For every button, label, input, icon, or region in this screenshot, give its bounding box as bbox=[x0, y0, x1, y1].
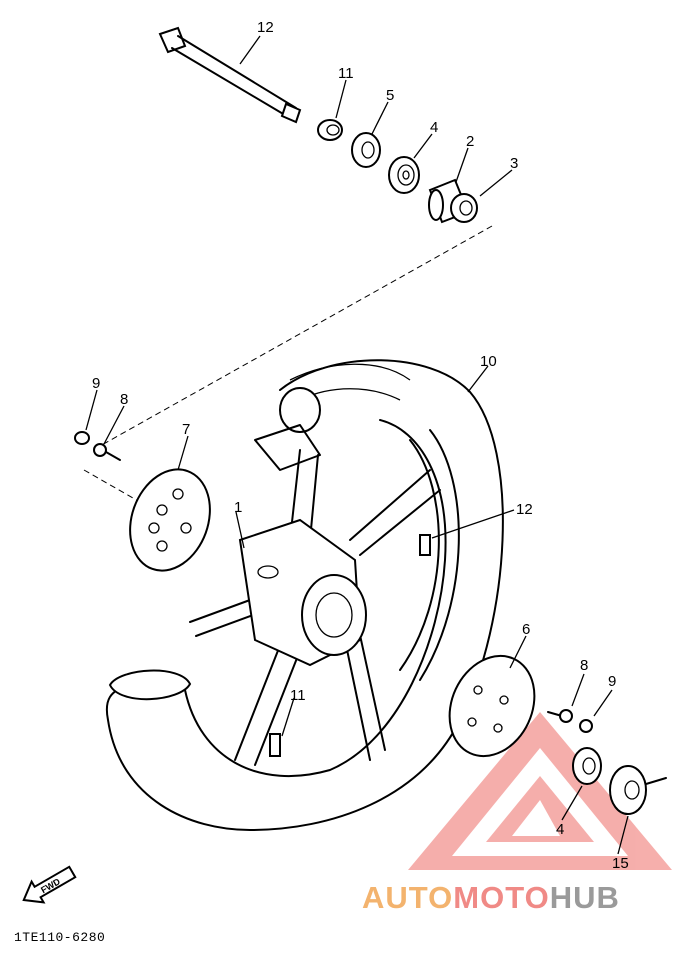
hub-clutch bbox=[609, 765, 667, 815]
watermark-moto: MOTO bbox=[453, 880, 550, 915]
oil-seal bbox=[351, 132, 381, 168]
nut-left bbox=[74, 431, 90, 445]
callout-6[interactable]: 6 bbox=[522, 621, 530, 638]
bearing-lower bbox=[572, 747, 602, 785]
callout-4[interactable]: 4 bbox=[430, 119, 438, 136]
watermark-hub: HUB bbox=[549, 880, 620, 915]
nut-right bbox=[579, 719, 593, 733]
bolt-right bbox=[547, 709, 573, 723]
callout-8[interactable]: 8 bbox=[120, 391, 128, 408]
axle bbox=[158, 26, 302, 124]
callout-5[interactable]: 5 bbox=[386, 87, 394, 104]
leader-lines bbox=[85, 35, 629, 855]
brake-disc-left bbox=[129, 468, 211, 572]
callout-11[interactable]: 11 bbox=[290, 687, 306, 704]
watermark-auto: AUTO bbox=[362, 880, 454, 915]
callouts: 12 11 5 4 2 3 9 8 7 10 1 12 6 8 9 11 4 1… bbox=[92, 19, 629, 872]
callout-13[interactable]: 11 bbox=[338, 65, 354, 82]
collar bbox=[317, 119, 343, 141]
callout-4b[interactable]: 4 bbox=[556, 821, 564, 838]
tire bbox=[105, 359, 504, 831]
drawing-code: 1TE110-6280 bbox=[14, 930, 106, 945]
callout-9[interactable]: 9 bbox=[92, 375, 100, 392]
watermark-text: AUTOMOTOHUB bbox=[362, 880, 620, 916]
callout-2[interactable]: 2 bbox=[466, 133, 474, 150]
wheel bbox=[189, 424, 460, 766]
callout-12[interactable]: 12 bbox=[516, 501, 533, 518]
spacer-flange bbox=[450, 193, 478, 223]
bearing-upper bbox=[388, 156, 420, 194]
callout-10[interactable]: 10 bbox=[480, 353, 497, 370]
callout-9b[interactable]: 9 bbox=[608, 673, 616, 690]
front-arrow-icon: FWD bbox=[22, 865, 77, 904]
callout-1[interactable]: 1 bbox=[234, 499, 242, 516]
alignment-line bbox=[83, 225, 493, 503]
callout-3[interactable]: 3 bbox=[510, 155, 518, 172]
bolt-left bbox=[93, 443, 121, 461]
brake-disc-right bbox=[448, 654, 536, 758]
watermark-logo bbox=[408, 712, 672, 870]
callout-14[interactable]: 12 bbox=[257, 19, 274, 36]
callout-7[interactable]: 7 bbox=[182, 421, 190, 438]
callout-8b[interactable]: 8 bbox=[580, 657, 588, 674]
callout-15[interactable]: 15 bbox=[612, 855, 629, 872]
